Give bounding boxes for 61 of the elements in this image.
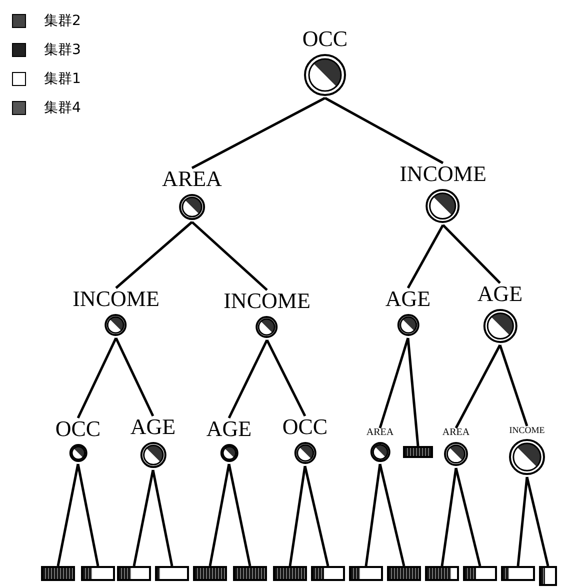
tree-branch: [406, 224, 444, 289]
tree-branch: [526, 476, 550, 566]
leaf-bar: [349, 566, 383, 581]
leaf-bar: [155, 566, 189, 581]
tree-branch: [228, 339, 268, 419]
tree-branch: [324, 96, 444, 164]
tree-branch: [364, 464, 382, 566]
tree-branch: [76, 464, 100, 566]
leaf-bar: [463, 566, 497, 581]
leaf-bar: [117, 566, 151, 581]
node-label: INCOME: [400, 163, 486, 185]
tree-branch: [516, 476, 528, 566]
node-label: INCOME: [509, 426, 545, 435]
tree-branch: [191, 221, 268, 291]
tree-branch: [498, 344, 528, 426]
tree-branch: [288, 466, 306, 566]
tree-branch: [440, 468, 458, 566]
leaf-bar: [501, 566, 535, 581]
leaf-bar: [387, 566, 421, 581]
node-label: AGE: [130, 416, 176, 438]
legend-label: 集群1: [44, 70, 81, 88]
node-label: INCOME: [72, 288, 160, 310]
legend-label: 集群4: [44, 99, 81, 117]
legend-label: 集群2: [44, 12, 81, 30]
tree-branch: [454, 344, 502, 429]
node-label: AREA: [442, 428, 470, 438]
tree-branch: [406, 338, 420, 446]
leaf-bar: [81, 566, 115, 581]
node-label: OCC: [55, 418, 101, 440]
tree-branch: [454, 468, 482, 566]
legend-label: 集群3: [44, 41, 81, 59]
tree-branch: [76, 337, 118, 419]
node-label: AGE: [206, 418, 252, 440]
tree-branch: [266, 339, 306, 417]
leaf-bar: [311, 566, 345, 581]
tree-branch: [208, 464, 230, 566]
node-label: INCOME: [224, 290, 310, 312]
leaf-bar: [273, 566, 307, 581]
leaf-bar: [233, 566, 267, 581]
leaf-bar: [41, 566, 75, 581]
leaf-bar: [403, 446, 433, 458]
node-label: AREA: [162, 168, 222, 190]
node-label: AGE: [477, 283, 523, 305]
tree-branch: [378, 464, 406, 566]
leaf-bar: [539, 566, 557, 586]
node-label: AGE: [385, 288, 431, 310]
tree-branch: [304, 466, 330, 566]
tree-branch: [152, 470, 174, 566]
tree-branch: [115, 221, 193, 289]
node-label: OCC: [282, 416, 328, 438]
tree-branch: [114, 337, 154, 417]
node-label: AREA: [366, 428, 394, 438]
tree-branch: [228, 464, 252, 566]
tree-branch: [191, 96, 326, 170]
leaf-bar: [425, 566, 459, 581]
tree-branch: [132, 470, 154, 566]
tree-branch: [56, 464, 80, 566]
node-label: OCC: [302, 28, 348, 50]
leaf-bar: [193, 566, 227, 581]
tree-branch: [378, 338, 410, 428]
tree-branch: [442, 224, 501, 284]
